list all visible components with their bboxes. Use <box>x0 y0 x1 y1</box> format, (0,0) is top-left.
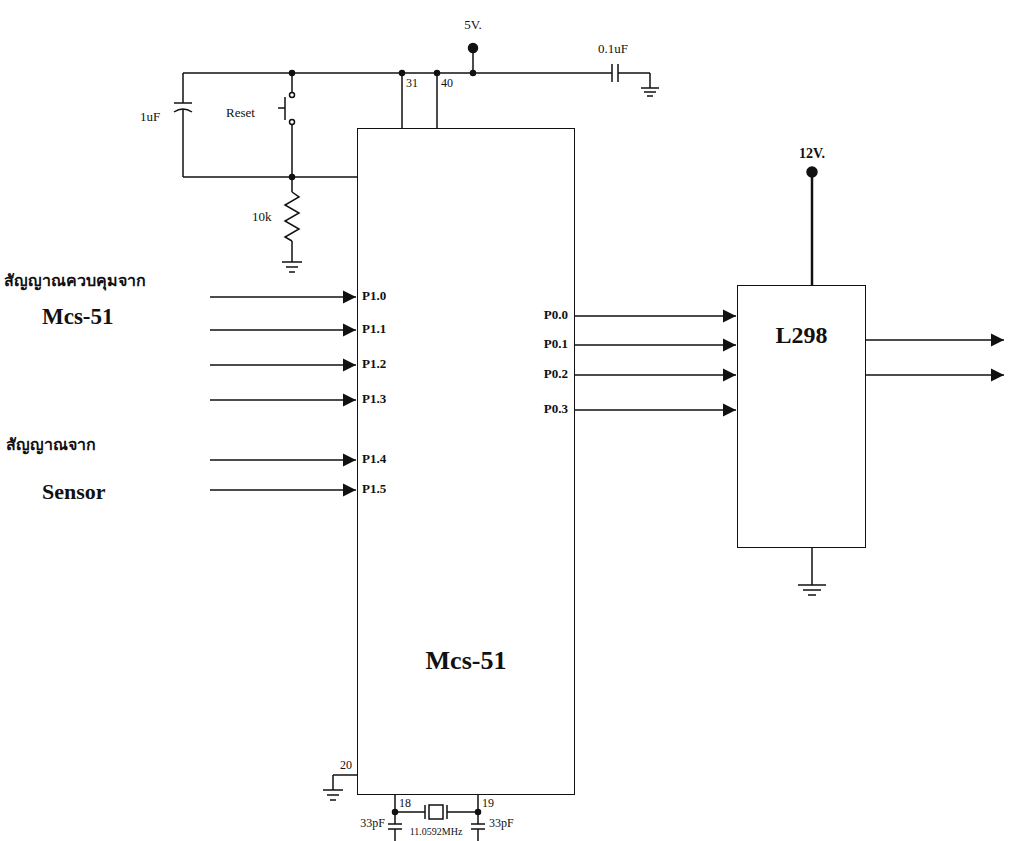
microcontroller-chip: Mcs-51 <box>357 128 575 795</box>
signal-label: P0.3 <box>544 402 568 416</box>
supply-terminal <box>469 44 478 53</box>
switch-symbol <box>290 93 295 98</box>
wire <box>182 109 184 177</box>
supply-wire <box>811 172 814 285</box>
junction-dot <box>435 71 440 76</box>
pin-wire <box>401 73 403 128</box>
signal-connector <box>575 315 736 317</box>
switch-symbol <box>291 125 293 177</box>
signal-label: P1.5 <box>362 482 386 496</box>
signal-label: P0.0 <box>544 308 568 322</box>
wire <box>291 177 293 192</box>
junction-dot <box>400 71 405 76</box>
input-signal-lines <box>210 297 356 490</box>
switch-symbol <box>290 120 295 125</box>
component-label: 10k <box>252 210 272 224</box>
junction-dot <box>471 71 476 76</box>
signal-label: สัญญาณควบคุมจาก <box>4 272 146 290</box>
chip-name: L298 <box>775 322 827 349</box>
crystal-symbol <box>424 805 426 819</box>
wire <box>447 811 478 813</box>
switch-symbol <box>291 73 293 92</box>
component-label: 5V. <box>464 18 481 32</box>
component-label: 40 <box>441 77 453 90</box>
wire <box>811 548 813 585</box>
ground-symbol <box>641 88 659 96</box>
supply-rail <box>183 72 612 74</box>
component-label: 18 <box>399 797 411 810</box>
signal-label: 12V. <box>799 146 825 161</box>
crystal-symbol <box>429 805 443 819</box>
signal-connector <box>575 344 736 346</box>
component-label: 0.1uF <box>598 42 628 56</box>
capacitor-symbol <box>388 823 402 825</box>
signal-label: P1.3 <box>362 392 386 406</box>
motor-output-lines <box>866 340 1004 375</box>
signal-connector <box>575 374 736 376</box>
ground-symbol <box>798 585 826 595</box>
signal-connector <box>575 409 736 411</box>
wire <box>618 72 650 74</box>
wire <box>395 811 425 813</box>
resistor-symbol <box>285 192 299 241</box>
signal-label: P1.1 <box>362 322 386 336</box>
capacitor-symbol <box>471 823 485 825</box>
wire <box>291 241 293 262</box>
component-label: 33pF <box>489 817 514 830</box>
signal-label: P0.2 <box>544 367 568 381</box>
component-label: 11.0592MHz <box>410 826 463 837</box>
signal-label: Sensor <box>42 480 106 504</box>
wire <box>477 829 479 841</box>
component-label: 20 <box>340 759 352 772</box>
wire <box>649 73 651 88</box>
signal-label: P0.1 <box>544 337 568 351</box>
signal-label: P1.2 <box>362 357 386 371</box>
signal-label: P1.0 <box>362 289 386 303</box>
ground-symbol <box>323 790 343 800</box>
capacitor-symbol <box>174 102 192 104</box>
pin-wire <box>333 774 357 776</box>
chip-name: Mcs-51 <box>426 646 507 676</box>
capacitor-symbol <box>611 64 613 82</box>
reset-wire <box>183 176 357 178</box>
component-label: 1uF <box>140 110 160 124</box>
motor-driver-chip: L298 <box>737 285 866 548</box>
component-label: 31 <box>406 77 418 90</box>
wire <box>182 73 184 103</box>
switch-symbol <box>278 107 285 109</box>
signal-label: P1.4 <box>362 452 386 466</box>
signal-label: สัญญาณจาก <box>6 436 96 454</box>
pin-wire <box>332 775 334 790</box>
ground-symbol <box>282 262 302 272</box>
pin-wire <box>436 73 438 128</box>
wire <box>394 829 396 841</box>
component-label: 33pF <box>360 817 385 830</box>
component-label: Reset <box>226 106 255 120</box>
component-label: 19 <box>482 797 494 810</box>
signal-label: Mcs-51 <box>42 304 114 329</box>
